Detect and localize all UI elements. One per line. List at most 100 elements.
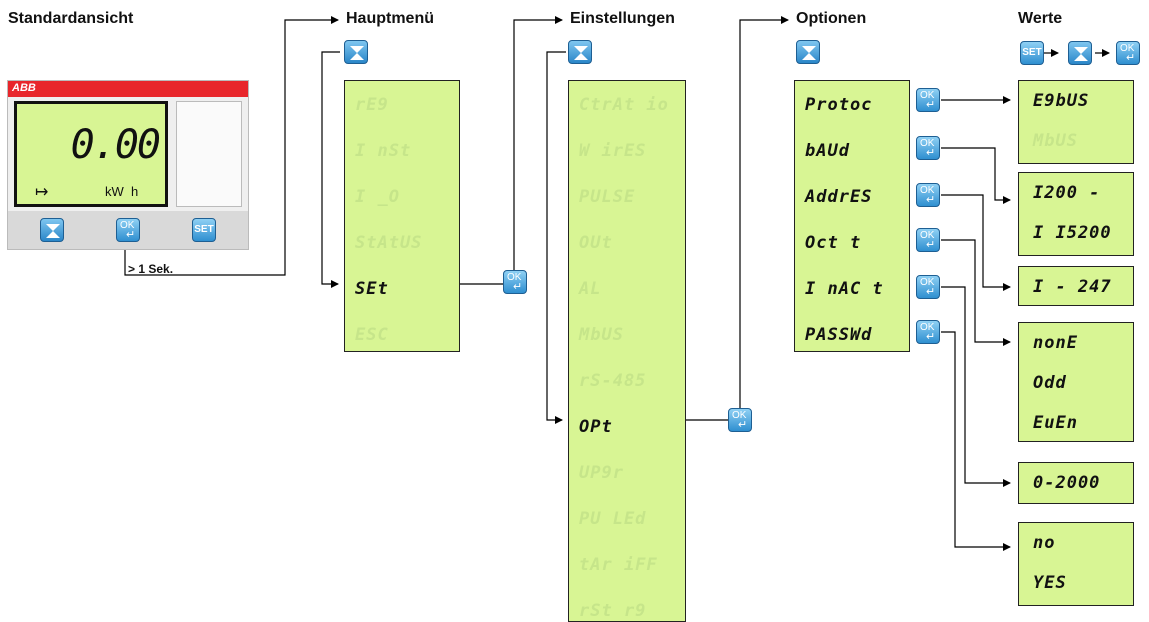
- werte-value: YES: [1033, 573, 1067, 593]
- option-ok-button[interactable]: OK↵: [916, 183, 940, 207]
- arrow-baud-to-werte: [941, 147, 1011, 204]
- device-side-window: [176, 101, 242, 207]
- option-ok-button[interactable]: OK↵: [916, 88, 940, 112]
- einstellungen-item: PULSE: [579, 187, 636, 207]
- einstellungen-item: UP9r: [579, 463, 624, 483]
- arrow-passwd-to-werte: [941, 331, 1011, 551]
- option-ok-button[interactable]: OK↵: [916, 228, 940, 252]
- return-icon: ↵: [926, 99, 936, 111]
- device-down-button[interactable]: [40, 218, 64, 242]
- return-icon: ↵: [738, 419, 748, 431]
- down-arrow-icon: [350, 46, 364, 60]
- arrow-loop-to-set: [321, 51, 340, 288]
- return-icon: ↵: [126, 229, 136, 241]
- werte-value: I200 -: [1033, 183, 1101, 203]
- arrow-device-to-hauptmenu: [124, 16, 339, 276]
- device-set-button[interactable]: SET: [192, 218, 216, 242]
- down-arrow-icon: [802, 46, 816, 60]
- arrow-ok-to-optionen: [739, 16, 789, 410]
- return-icon: ↵: [926, 194, 936, 206]
- device-ok-button[interactable]: OK↵: [116, 218, 140, 242]
- return-icon: ↵: [926, 147, 936, 159]
- device-display: 0.00 ↦ kW h: [14, 101, 168, 207]
- einstellungen-item: OPt: [579, 417, 613, 437]
- return-icon: ↵: [513, 281, 523, 293]
- optionen-item: bAUd: [805, 141, 850, 161]
- hauptmenu-item: ESC: [355, 325, 389, 345]
- down-arrow-icon: [46, 224, 60, 238]
- option-ok-button[interactable]: OK↵: [916, 320, 940, 344]
- return-icon: ↵: [926, 331, 936, 343]
- werte-value: Odd: [1033, 373, 1067, 393]
- optionen-item: Oct t: [805, 233, 862, 253]
- werte-value: EuEn: [1033, 413, 1078, 433]
- werte-value: I - 247: [1033, 277, 1112, 297]
- arrow-address-to-werte: [941, 194, 1011, 291]
- device-top-bar: [8, 81, 248, 97]
- option-ok-button[interactable]: OK↵: [916, 136, 940, 160]
- return-icon: ↵: [926, 286, 936, 298]
- header-einstellungen: Einstellungen: [570, 10, 675, 27]
- werte-set-button[interactable]: SET: [1020, 41, 1044, 65]
- werte-value: MbUS: [1033, 131, 1078, 151]
- abb-logo: ABB: [12, 82, 36, 94]
- hauptmenu-item: StAtUS: [355, 233, 423, 253]
- down-arrow-icon: [1074, 47, 1088, 61]
- down-arrow-icon: [574, 46, 588, 60]
- return-icon: ↵: [926, 239, 936, 251]
- werte-box: E9bUS MbUS: [1018, 80, 1134, 164]
- optionen-item: Protoc: [805, 95, 873, 115]
- hauptmenu-item: SEt: [355, 279, 389, 299]
- einstellungen-item: tAr iFF: [579, 555, 658, 575]
- werte-box: I - 247: [1018, 266, 1134, 306]
- ok-button-to-optionen[interactable]: OK↵: [728, 408, 752, 432]
- optionen-down-button[interactable]: [796, 40, 820, 64]
- header-werte: Werte: [1018, 10, 1063, 27]
- arrow-oct-to-werte: [941, 239, 1011, 346]
- optionen-item: AddrES: [805, 187, 873, 207]
- einstellungen-item: MbUS: [579, 325, 624, 345]
- device-arrow-indicator: ↦: [35, 184, 49, 201]
- hauptmenu-item: I nSt: [355, 141, 412, 161]
- arrow-ok-to-einstellungen: [513, 16, 563, 272]
- einstellungen-down-button[interactable]: [568, 40, 592, 64]
- hauptmenu-item: I _O: [355, 187, 400, 207]
- werte-box: I200 - I I5200: [1018, 172, 1134, 256]
- werte-down-button[interactable]: [1068, 41, 1092, 65]
- arrow-loop-to-opt: [546, 51, 566, 424]
- device-unit: kW h: [105, 184, 139, 199]
- werte-value: 0-2000: [1033, 473, 1101, 493]
- return-icon: ↵: [1126, 52, 1136, 64]
- ok-button-to-einstellungen[interactable]: OK↵: [503, 270, 527, 294]
- optionen-item: I nAC t: [805, 279, 884, 299]
- werte-ok-button[interactable]: OK↵: [1116, 41, 1140, 65]
- werte-value: E9bUS: [1033, 91, 1090, 111]
- hauptmenu-item: rE9: [355, 95, 389, 115]
- optionen-item: PASSWd: [805, 325, 873, 345]
- werte-value: I I5200: [1033, 223, 1112, 243]
- hauptmenu-down-button[interactable]: [344, 40, 368, 64]
- option-ok-button[interactable]: OK↵: [916, 275, 940, 299]
- werte-value: nonE: [1033, 333, 1078, 353]
- einstellungen-item: OUt: [579, 233, 613, 253]
- hold-duration-note: > 1 Sek.: [128, 262, 174, 276]
- einstellungen-item: AL: [579, 279, 602, 299]
- header-standardansicht: Standardansicht: [8, 10, 134, 27]
- einstellungen-item: rSt r9: [579, 601, 647, 621]
- device-reading: 0.00: [70, 122, 161, 168]
- header-hauptmenu: Hauptmenü: [346, 10, 434, 27]
- werte-box: 0-2000: [1018, 462, 1134, 504]
- energy-meter-device: ABB 0.00 ↦ kW h OK↵ SET: [7, 80, 249, 250]
- einstellungen-item: rS-485: [579, 371, 647, 391]
- einstellungen-item: W irES: [579, 141, 647, 161]
- einstellungen-item: PU LEd: [579, 509, 647, 529]
- werte-value: no: [1033, 533, 1056, 553]
- arrow-inact-to-werte: [941, 286, 1011, 487]
- einstellungen-item: CtrAt io: [579, 95, 669, 115]
